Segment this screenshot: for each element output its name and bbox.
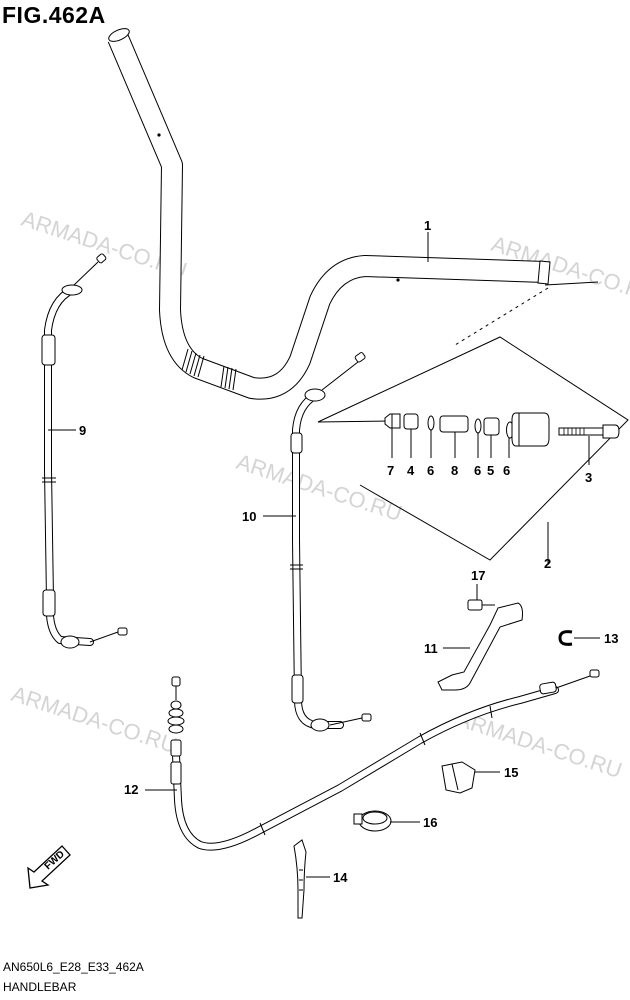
clip-part-13 [558, 630, 573, 646]
cable-part-10 [290, 352, 372, 732]
callout-17: 17 [471, 568, 485, 583]
callout-15: 15 [504, 765, 518, 780]
callout-6b: 6 [474, 463, 481, 478]
balancer-parts [384, 412, 620, 447]
callout-11: 11 [424, 641, 438, 656]
handlebar-part-1 [107, 28, 551, 400]
watermark-5: ARMADA-CO.RU [453, 706, 625, 783]
callout-6a: 6 [427, 463, 434, 478]
cable-part-12 [167, 669, 600, 851]
leader-lines [48, 232, 600, 878]
clamp-part-16 [353, 810, 392, 832]
callout-2: 2 [544, 556, 551, 571]
clamp-part-15 [441, 761, 476, 794]
balancer-assembly-box [317, 281, 629, 565]
callout-9: 9 [79, 423, 86, 438]
fwd-arrow-icon: FWD [27, 845, 71, 889]
callout-16: 16 [423, 815, 437, 830]
cable-part-9 [41, 253, 128, 649]
callout-1: 1 [424, 218, 431, 233]
watermark-4: ARMADA-CO.RU [8, 681, 180, 758]
callout-4: 4 [407, 463, 415, 478]
callout-8: 8 [451, 463, 458, 478]
figure-code: AN650L6_E28_E33_462A [3, 960, 144, 974]
cable-tie-part-14 [293, 839, 307, 919]
callout-10: 10 [242, 509, 256, 524]
callout-numbers: 1 2 3 4 5 6 6 6 7 8 9 10 11 12 13 14 15 … [79, 218, 618, 885]
callout-14: 14 [333, 870, 348, 885]
bracket-part-11 [437, 599, 523, 691]
callout-7: 7 [387, 463, 394, 478]
callout-5: 5 [487, 463, 494, 478]
callout-13: 13 [604, 631, 618, 646]
callout-6c: 6 [503, 463, 510, 478]
watermark-3: ARMADA-CO.RU [233, 449, 405, 526]
callout-3: 3 [585, 470, 592, 485]
figure-name: HANDLEBAR [3, 980, 77, 994]
callout-12: 12 [124, 782, 138, 797]
figure-title: FIG.462A [2, 2, 106, 28]
